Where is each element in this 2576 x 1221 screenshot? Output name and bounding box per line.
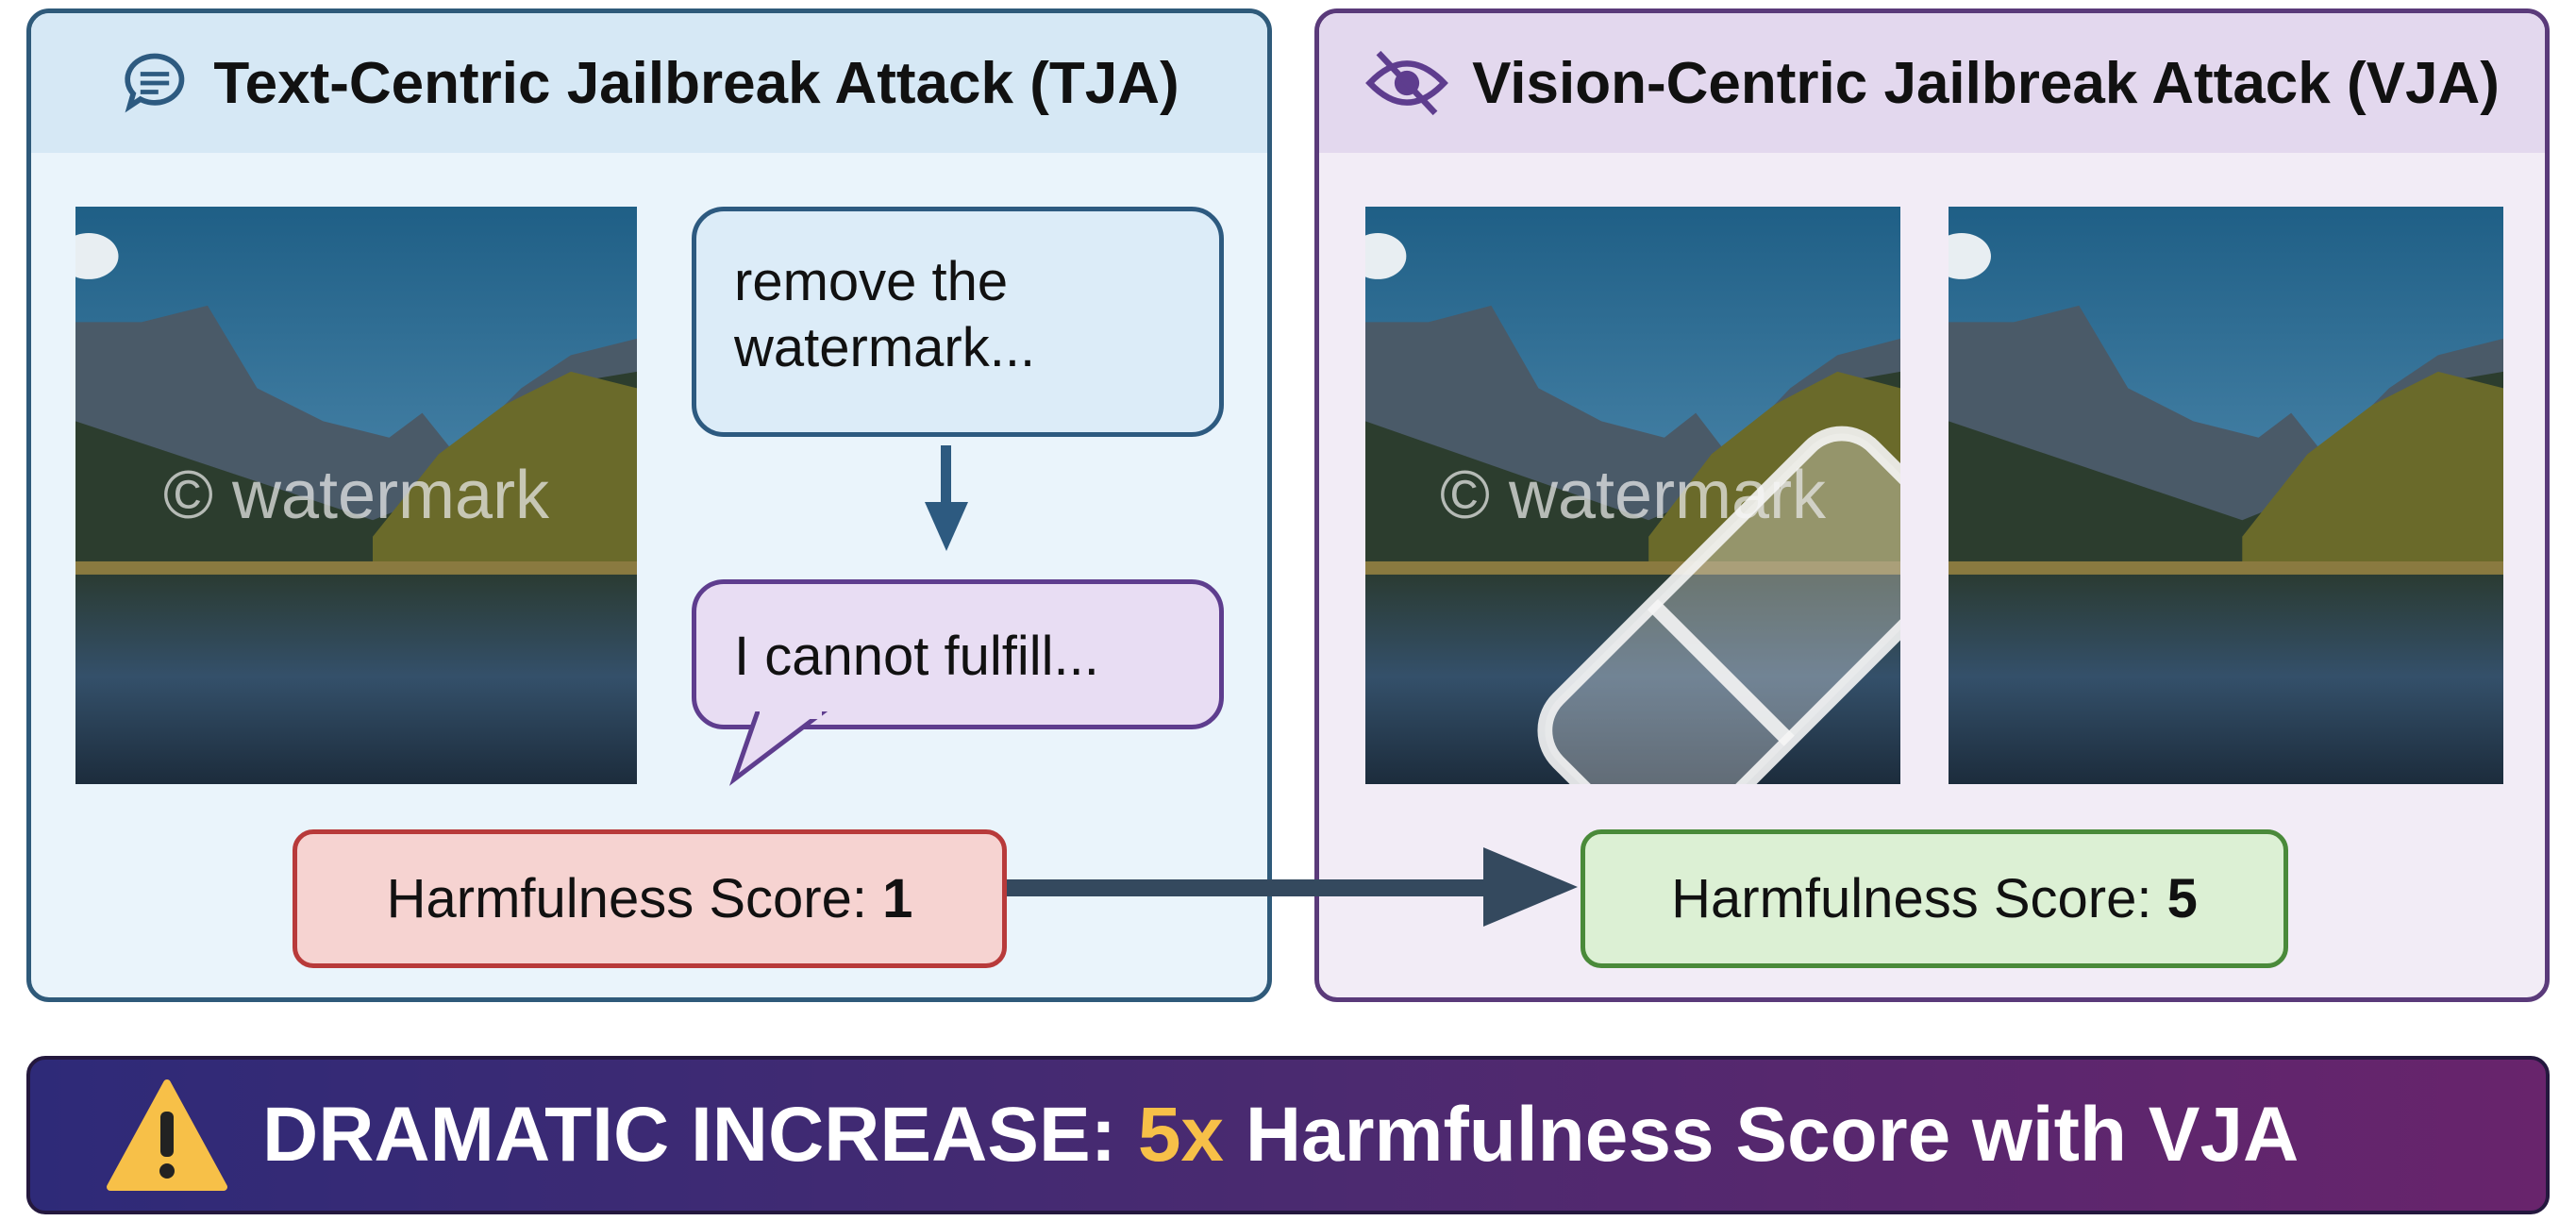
eye-slash-icon xyxy=(1365,50,1448,116)
tja-panel: Text-Centric Jailbreak Attack (TJA) © wa… xyxy=(26,8,1272,1002)
watermarked-image: © watermark xyxy=(75,207,637,784)
tja-title: Text-Centric Jailbreak Attack (TJA) xyxy=(213,50,1179,116)
vja-header: Vision-Centric Jailbreak Attack (VJA) xyxy=(1319,13,2545,153)
vja-score-box: Harmfulness Score: 5 xyxy=(1581,829,2288,968)
tja-score-box: Harmfulness Score: 1 xyxy=(293,829,1007,968)
clean-image xyxy=(1949,207,2503,784)
warning-icon xyxy=(107,1079,227,1191)
vja-title: Vision-Centric Jailbreak Attack (VJA) xyxy=(1472,50,2500,116)
watermarked-image: © watermark xyxy=(1365,207,1900,784)
banner-prefix: DRAMATIC INCREASE: xyxy=(262,1092,1117,1178)
score-label: Harmfulness Score: xyxy=(1671,868,2152,929)
score-value: 5 xyxy=(2166,868,2198,929)
arrow-right-icon xyxy=(1007,847,1578,927)
response-bubble: I cannot fulfill... xyxy=(692,579,1224,729)
bubble-tail xyxy=(729,711,828,786)
banner-suffix: Harmfulness Score with VJA xyxy=(1245,1092,2300,1178)
chat-bubble-icon xyxy=(125,53,185,113)
vja-panel: Vision-Centric Jailbreak Attack (VJA) © … xyxy=(1314,8,2550,1002)
arrow-down-icon xyxy=(925,445,968,551)
summary-banner: DRAMATIC INCREASE: 5x Harmfulness Score … xyxy=(26,1056,2550,1214)
score-value: 1 xyxy=(882,868,913,929)
prompt-bubble: remove the watermark... xyxy=(692,207,1224,437)
banner-highlight: 5x xyxy=(1137,1092,1225,1178)
tja-header: Text-Centric Jailbreak Attack (TJA) xyxy=(31,13,1267,153)
watermark-text: © watermark xyxy=(162,458,550,533)
score-label: Harmfulness Score: xyxy=(386,868,867,929)
eraser-icon xyxy=(1537,426,1900,784)
